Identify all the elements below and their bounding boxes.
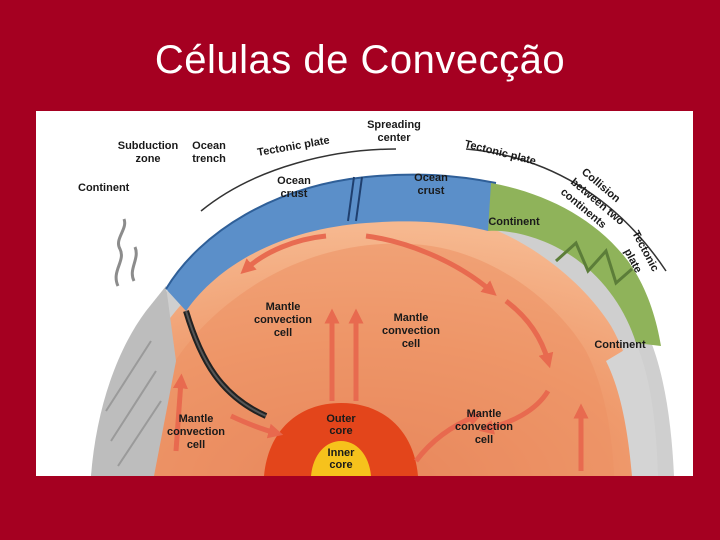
- label-ocean-crust-left-1: Ocean: [277, 175, 311, 187]
- label-inner-core-2: core: [329, 459, 352, 471]
- label-mantle-cell-bottom-left-2: convection: [167, 426, 225, 438]
- label-ocean-crust-left-2: crust: [281, 188, 308, 200]
- label-spreading-center-1: Spreading: [367, 119, 421, 131]
- label-ocean-trench-2: trench: [192, 153, 226, 165]
- label-subduction-zone-2: zone: [135, 153, 160, 165]
- label-mantle-cell-center-3: cell: [402, 338, 420, 350]
- label-mantle-cell-bottom-left-1: Mantle: [179, 413, 214, 425]
- label-ocean-crust-right-2: crust: [418, 185, 445, 197]
- label-continent-left: Continent: [78, 182, 130, 194]
- label-subduction-zone-1: Subduction: [118, 140, 179, 152]
- label-outer-core-1: Outer: [326, 413, 356, 425]
- label-mantle-cell-left-2: convection: [254, 314, 312, 326]
- label-outer-core-2: core: [329, 425, 352, 437]
- label-continent-far-right: Continent: [594, 339, 646, 351]
- label-mantle-cell-bottom-right-2: convection: [455, 421, 513, 433]
- label-mantle-cell-bottom-left-3: cell: [187, 439, 205, 451]
- label-inner-core-1: Inner: [328, 447, 356, 459]
- label-ocean-trench-1: Ocean: [192, 140, 226, 152]
- label-mantle-cell-bottom-right-3: cell: [475, 434, 493, 446]
- label-ocean-crust-right-1: Ocean: [414, 172, 448, 184]
- diagram-svg: Subduction zone Ocean trench Continent T…: [36, 111, 693, 476]
- label-mantle-cell-center-2: convection: [382, 325, 440, 337]
- label-mantle-cell-bottom-right-1: Mantle: [467, 408, 502, 420]
- slide-title: Células de Convecção: [0, 38, 720, 83]
- label-mantle-cell-left-3: cell: [274, 327, 292, 339]
- label-mantle-cell-center-1: Mantle: [394, 312, 429, 324]
- label-spreading-center-2: center: [377, 132, 411, 144]
- label-continent-right: Continent: [488, 216, 540, 228]
- convection-diagram: Subduction zone Ocean trench Continent T…: [36, 111, 693, 476]
- label-mantle-cell-left-1: Mantle: [266, 301, 301, 313]
